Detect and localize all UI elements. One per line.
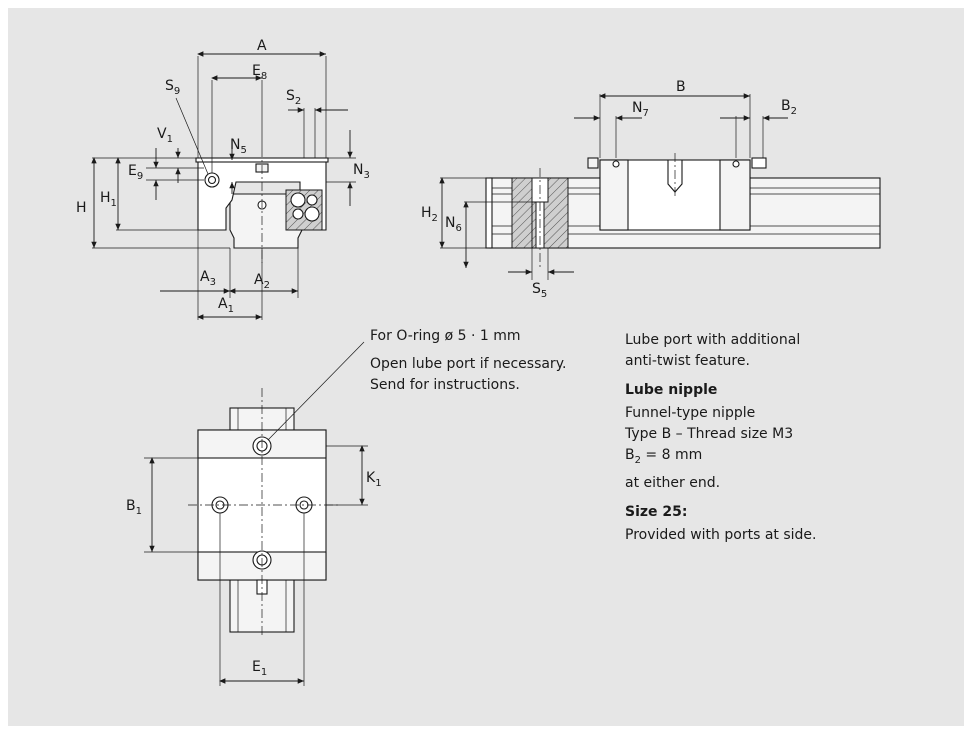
label-E1: E1	[252, 659, 267, 678]
front-ball-2	[304, 206, 320, 222]
label-N5: N5	[230, 137, 247, 156]
note-thread: Type B – Thread size M3	[625, 426, 794, 442]
label-H2: H2	[421, 205, 438, 224]
label-E9: E9	[128, 163, 143, 182]
note-b2-letter: B	[625, 447, 635, 463]
note-oring: For O-ring ø 5 · 1 mm	[370, 328, 521, 344]
label-A: A	[257, 38, 267, 54]
side-endcap-left	[599, 159, 629, 231]
label-B: B	[676, 79, 686, 95]
label-S5: S5	[532, 281, 547, 300]
label-N6: N6	[445, 215, 462, 234]
note-lube-nipple-heading: Lube nipple	[625, 382, 718, 398]
side-endcap-right	[719, 159, 751, 231]
note-open-line2: Send for instructions.	[370, 377, 520, 393]
label-E8: E8	[252, 63, 267, 82]
front-view: A E8 S9 S2 V1 N5 E9 H H1 N3 A3 A2 A1	[76, 38, 370, 320]
label-A3: A3	[200, 269, 216, 288]
side-view: B N7 B2 H2 N6 S5	[421, 79, 881, 300]
note-b2-value: B2 = 8 mm	[625, 445, 702, 471]
label-B2: B2	[781, 98, 797, 117]
label-N7: N7	[632, 100, 649, 119]
side-lube-port-right	[732, 160, 740, 168]
note-lube-port-line2: anti-twist feature.	[625, 353, 750, 369]
note-lube-port-line1: Lube port with additional	[625, 332, 801, 348]
drawing-canvas: A E8 S9 S2 V1 N5 E9 H H1 N3 A3 A2 A1	[8, 8, 964, 726]
front-carriage	[197, 159, 327, 231]
note-nipple-type: Funnel-type nipple	[625, 405, 756, 421]
label-N3: N3	[353, 162, 370, 181]
side-nipple-left	[587, 157, 599, 169]
note-size-text: Provided with ports at side.	[625, 527, 817, 543]
front-ball-1	[290, 192, 306, 208]
note-b2-sub: 2	[634, 454, 641, 466]
label-S9: S9	[165, 78, 180, 97]
label-S2: S2	[286, 88, 301, 107]
side-nipple-right	[751, 157, 767, 169]
top-view: B1 K1 E1	[126, 341, 382, 686]
note-open-line1: Open lube port if necessary.	[370, 356, 567, 372]
side-rail-end	[485, 177, 493, 249]
note-b2-text: = 8 mm	[640, 447, 703, 463]
note-size-heading: Size 25:	[625, 504, 688, 520]
technical-drawing: A E8 S9 S2 V1 N5 E9 H H1 N3 A3 A2 A1	[76, 38, 881, 686]
side-lube-port-left	[612, 160, 620, 168]
label-A1: A1	[218, 296, 234, 315]
label-H1: H1	[100, 190, 117, 209]
label-H: H	[76, 200, 87, 216]
label-V1: V1	[157, 126, 173, 145]
label-K1: K1	[366, 470, 382, 489]
front-lube-nipple-inner	[207, 175, 217, 185]
label-B1: B1	[126, 498, 142, 517]
note-either-end: at either end.	[625, 475, 721, 491]
front-ball-3	[292, 208, 304, 220]
label-A2: A2	[254, 272, 270, 291]
oring-leader	[267, 341, 365, 441]
front-ball-4	[306, 194, 318, 206]
